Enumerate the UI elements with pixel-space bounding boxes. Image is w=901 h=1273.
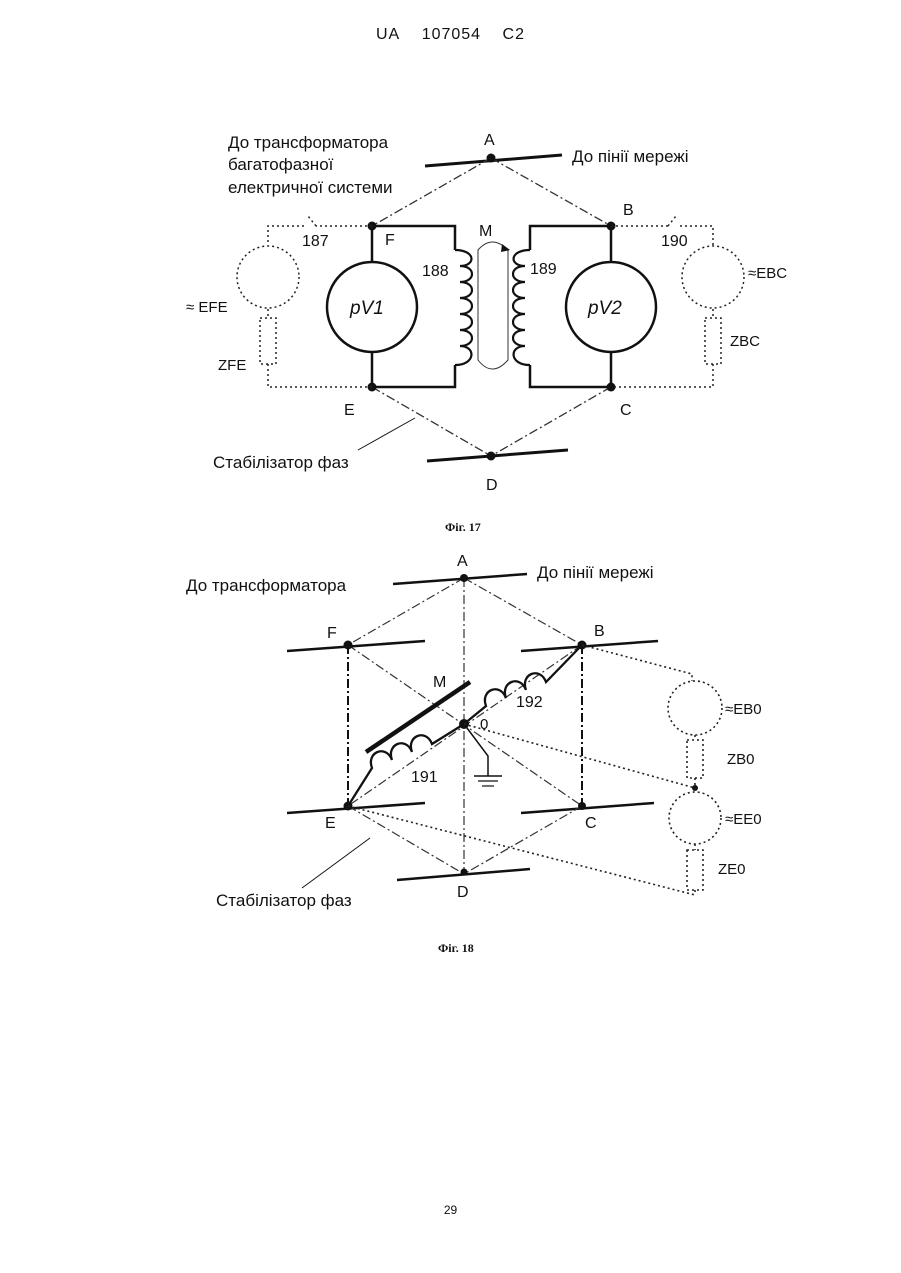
fig17-node-b: B <box>623 202 634 219</box>
fig17-to-transformer-2: багатофазної <box>228 155 334 174</box>
coil-188 <box>455 250 472 365</box>
ref-189: 189 <box>530 261 557 278</box>
bus-c-line <box>521 803 654 813</box>
fig18-caption: Фіг. 18 <box>438 941 474 955</box>
ref-188: 188 <box>422 263 449 280</box>
fig17-to-network: До пінії мережі <box>572 147 689 166</box>
source-efe <box>237 246 299 308</box>
fig18-stabilizer: Стабілізатор фаз <box>216 891 352 910</box>
figure-17: До трансформатора багатофазної електричн… <box>186 132 787 534</box>
pv2-label: pV2 <box>587 298 622 319</box>
node-d <box>461 869 468 876</box>
core-m <box>366 682 470 752</box>
label-ze0: ZE0 <box>718 861 746 878</box>
fig17-node-c: C <box>620 402 632 419</box>
bus-f-line <box>287 641 425 651</box>
fig18-node-f: F <box>327 625 337 642</box>
fig18-to-network: До пінії мережі <box>537 563 654 582</box>
fig17-node-e: E <box>344 402 355 419</box>
node-a <box>460 574 468 582</box>
fig18-node-c: C <box>585 815 597 832</box>
ref-190: 190 <box>661 233 688 250</box>
fig18-node-d: D <box>457 884 469 901</box>
label-zbc: ZBC <box>730 333 760 350</box>
bus-d-line <box>427 450 568 461</box>
fig18-node-a: A <box>457 553 468 570</box>
fig18-node-m: M <box>433 674 446 691</box>
node-c <box>578 802 586 810</box>
fig17-node-f: F <box>385 232 395 249</box>
fig18-node-e: E <box>325 815 336 832</box>
label-efe: ≈ EFE <box>186 299 228 316</box>
coil-189 <box>513 250 530 365</box>
node-d <box>487 452 496 461</box>
figure-18: До трансформатора До пінії мережі Стабіл… <box>186 553 762 955</box>
fig17-node-d: D <box>486 477 498 494</box>
fig18-node-b: B <box>594 623 605 640</box>
ref-191: 191 <box>411 769 438 786</box>
source-ebc <box>682 246 744 308</box>
fig17-to-transformer-3: електричної системи <box>228 178 393 197</box>
fig17-node-m: M <box>479 223 492 240</box>
node-f <box>344 641 353 650</box>
impedance-zfe <box>260 318 276 364</box>
page-number: 29 <box>0 1203 901 1217</box>
label-zfe: ZFE <box>218 357 246 374</box>
label-ebc: ≈EBC <box>748 265 787 282</box>
source-ee0 <box>669 792 721 844</box>
label-ee0: ≈EE0 <box>725 811 762 828</box>
impedance-ze0 <box>687 850 703 890</box>
node-a <box>487 154 496 163</box>
label-zb0: ZB0 <box>727 751 755 768</box>
pv1-label: pV1 <box>349 298 384 319</box>
magnetic-core <box>478 242 508 369</box>
impedance-zbc <box>705 318 721 364</box>
ref-187: 187 <box>302 233 329 250</box>
fig17-stabilizer: Стабілізатор фаз <box>213 453 349 472</box>
bus-a-line <box>393 574 527 584</box>
impedance-zb0 <box>687 740 703 778</box>
bus-b-line <box>521 641 658 651</box>
fig17-caption: Фіг. 17 <box>445 520 481 534</box>
fig17-to-transformer-1: До трансформатора <box>228 133 389 152</box>
bus-e-line <box>287 803 425 813</box>
fig18-to-transformer: До трансформатора <box>186 576 347 595</box>
fig17-node-a: A <box>484 132 495 149</box>
source-eb0 <box>668 681 722 735</box>
label-eb0: ≈EB0 <box>725 701 762 718</box>
ref-192: 192 <box>516 694 543 711</box>
fig18-node-0: 0 <box>480 716 488 733</box>
